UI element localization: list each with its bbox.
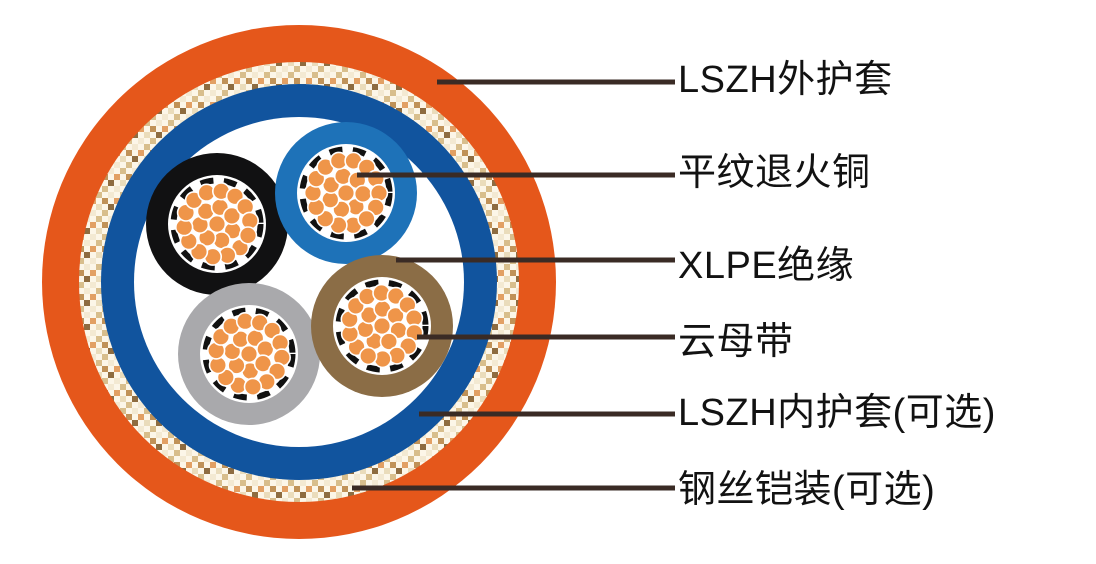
core-brown-mica-tape bbox=[335, 279, 429, 373]
label-xlpe-insulation: XLPE绝缘 bbox=[678, 245, 855, 287]
leader-lines bbox=[352, 79, 675, 491]
core-gray bbox=[178, 283, 320, 425]
label-mica-tape: 云母带 bbox=[678, 321, 794, 363]
copper-strand bbox=[222, 206, 242, 226]
label-steel-wire-armor: 钢丝铠装(可选) bbox=[678, 469, 936, 511]
cable-layers bbox=[42, 25, 556, 539]
core-blue-mica-tape bbox=[299, 146, 393, 240]
core-black bbox=[146, 153, 288, 295]
label-lszh-outer-sheath: LSZH外护套 bbox=[678, 59, 893, 101]
label-lszh-inner-sheath: LSZH内护套(可选) bbox=[678, 392, 996, 434]
copper-strand bbox=[238, 226, 258, 245]
copper-strand bbox=[357, 209, 376, 229]
copper-strand bbox=[353, 184, 373, 204]
copper-strand bbox=[379, 332, 399, 351]
copper-strand bbox=[359, 346, 378, 366]
core-brown bbox=[311, 255, 453, 397]
copper-strand bbox=[253, 354, 273, 373]
core-gray-mica-tape bbox=[202, 307, 296, 401]
core-blue bbox=[275, 122, 417, 264]
label-annealed-copper: 平纹退火铜 bbox=[678, 152, 871, 194]
core-black-mica-tape bbox=[170, 177, 264, 271]
copper-strand bbox=[243, 377, 263, 396]
